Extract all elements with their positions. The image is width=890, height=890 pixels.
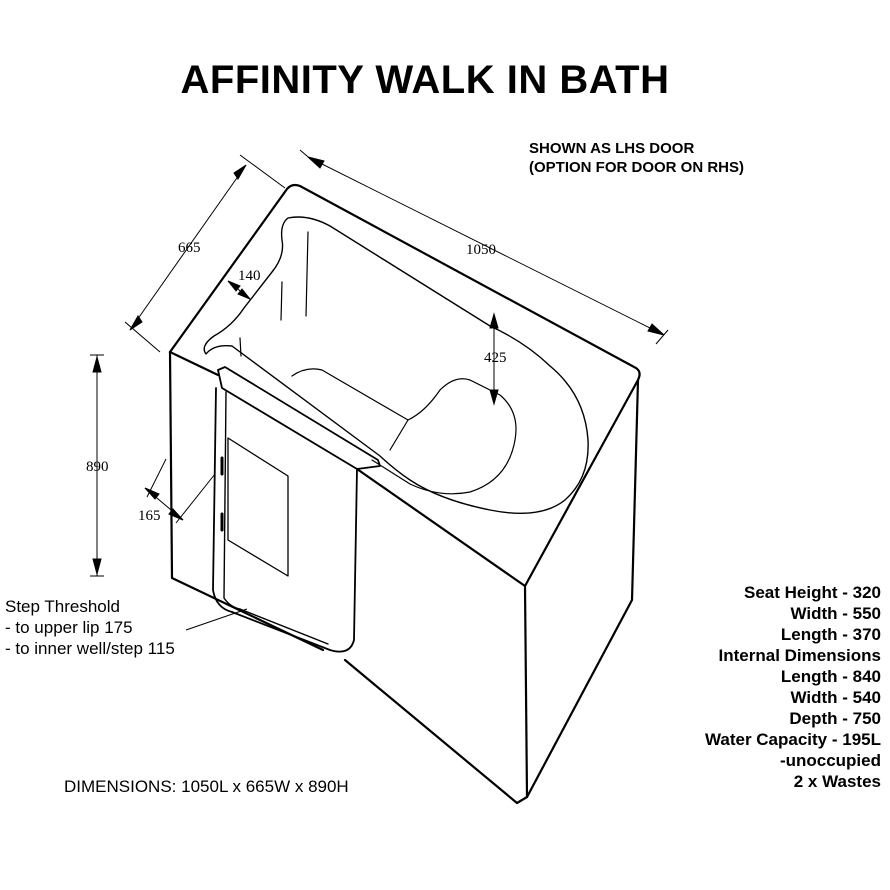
dim-label-threshold: 165 (138, 508, 161, 524)
tub-inner-rim (203, 216, 589, 515)
dim-label-height: 890 (86, 459, 109, 475)
bath-front-top-edge-right (355, 467, 527, 588)
spec-list: Seat Height - 320 Width - 550 Length - 3… (705, 582, 881, 792)
door-outer-frame (212, 387, 358, 653)
bath-top-rim-outline (168, 183, 641, 588)
tub-inner-vertical-3 (239, 337, 242, 357)
bath-corner-edge (523, 584, 529, 799)
bath-bottom-edge (343, 658, 529, 805)
door-note-line-1: SHOWN AS LHS DOOR (529, 140, 695, 157)
step-threshold-inner-well: - to inner well/step 115 (5, 639, 175, 658)
spec-line: 2 x Wastes (793, 772, 881, 791)
spec-line: Depth - 750 (789, 709, 881, 728)
spec-line: Internal Dimensions (718, 646, 881, 665)
door-window (227, 437, 289, 577)
door-inner-frame (223, 391, 329, 645)
bath-right-face-edge (525, 378, 640, 799)
overall-dimensions: DIMENSIONS: 1050L x 665W x 890H (64, 777, 349, 796)
step-threshold-heading: Step Threshold (5, 597, 120, 616)
step-threshold-upper-lip: - to upper lip 175 (5, 618, 133, 637)
door-note-line-2: (OPTION FOR DOOR ON RHS) (529, 159, 744, 176)
tub-inner-vertical-2 (280, 281, 283, 321)
spec-line: Seat Height - 320 (744, 583, 881, 602)
spec-line: Width - 550 (790, 604, 881, 623)
spec-line: Length - 840 (780, 667, 881, 686)
tub-floor (291, 368, 517, 495)
step-threshold-note: Step Threshold - to upper lip 175 - to i… (5, 596, 175, 659)
door-note: SHOWN AS LHS DOOR (OPTION FOR DOOR ON RH… (529, 139, 744, 177)
diagram-title: AFFINITY WALK IN BATH (180, 58, 670, 102)
dim-label-seat-depth: 425 (484, 350, 507, 366)
bath-left-face-edge (168, 350, 325, 652)
door-top-bar (217, 366, 381, 470)
dim-label-width: 665 (178, 240, 201, 256)
dim-label-length: 1050 (466, 242, 496, 258)
bath-front-top-edge (168, 350, 220, 377)
seat-edge (389, 419, 409, 451)
spec-line: -unoccupied (779, 751, 881, 770)
spec-line: Water Capacity - 195L (704, 730, 881, 749)
spec-line: Width - 540 (790, 688, 881, 707)
tub-inner-vertical-1 (305, 231, 309, 317)
spec-line: Length - 370 (780, 625, 881, 644)
dim-label-rim: 140 (238, 268, 261, 284)
